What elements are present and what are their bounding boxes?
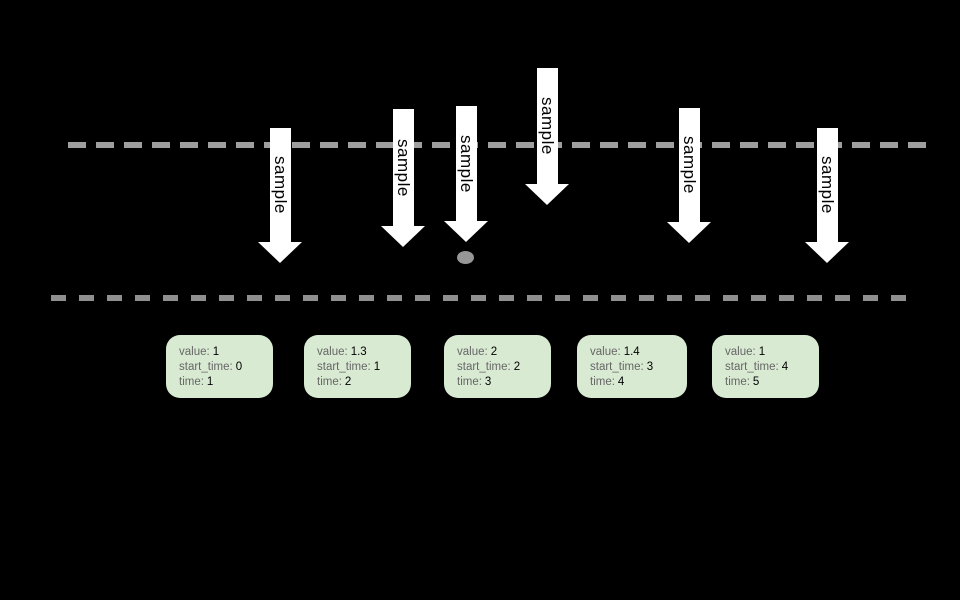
record-line-time: time:5	[725, 375, 815, 390]
time-label: time:	[457, 376, 482, 388]
record-line-start-time: start_time:3	[590, 360, 683, 375]
sample-record-card: value:1 start_time:4 time:5	[712, 335, 819, 398]
value-label: value:	[317, 346, 348, 358]
arrow-label-wrap: sample	[381, 109, 426, 226]
value-number: 1	[212, 346, 220, 358]
value-number: 1.3	[350, 346, 367, 358]
sample-record-card: value:2 start_time:2 time:3	[444, 335, 551, 398]
start-time-label: start_time:	[317, 361, 371, 373]
record-line-value: value:1.4	[590, 345, 683, 360]
arrow-down-icon	[258, 242, 302, 263]
time-label: time:	[179, 376, 204, 388]
arrow-shaft	[679, 108, 700, 223]
start-time-label: start_time:	[179, 361, 233, 373]
arrow-label-wrap: sample	[667, 108, 712, 222]
record-line-time: time:3	[457, 375, 547, 390]
arrow-label-wrap: sample	[258, 128, 303, 242]
value-number: 1	[758, 346, 766, 358]
time-label: time:	[725, 376, 750, 388]
time-label: time:	[317, 376, 342, 388]
sampled-point-dot	[457, 251, 474, 264]
sample-arrow-label: sample	[538, 97, 557, 155]
start-time-number: 1	[373, 361, 381, 373]
arrow-down-icon	[444, 221, 488, 242]
time-number: 4	[617, 376, 625, 388]
sample-arrow: sample	[667, 108, 712, 243]
value-number: 2	[490, 346, 498, 358]
arrow-down-icon	[667, 222, 711, 243]
time-label: time:	[590, 376, 615, 388]
start-time-label: start_time:	[457, 361, 511, 373]
time-number: 5	[752, 376, 760, 388]
start-time-label: start_time:	[725, 361, 779, 373]
arrow-label-wrap: sample	[805, 128, 850, 242]
value-label: value:	[457, 346, 488, 358]
sample-arrow-label: sample	[680, 136, 699, 194]
start-time-label: start_time:	[590, 361, 644, 373]
arrow-shaft	[537, 68, 558, 185]
arrow-shaft	[270, 128, 291, 243]
start-time-number: 4	[781, 361, 789, 373]
value-number: 1.4	[623, 346, 640, 358]
sample-record-card: value:1 start_time:0 time:1	[166, 335, 273, 398]
sample-arrow-label: sample	[457, 134, 476, 193]
record-line-time: time:1	[179, 375, 269, 390]
arrow-down-icon	[805, 242, 849, 263]
record-line-value: value:1.3	[317, 345, 407, 360]
record-line-start-time: start_time:4	[725, 360, 815, 375]
sample-record-card: value:1.3 start_time:1 time:2	[304, 335, 411, 398]
value-label: value:	[179, 346, 210, 358]
arrow-label-wrap: sample	[525, 68, 570, 184]
sample-arrow-label: sample	[271, 156, 290, 214]
record-line-value: value:1	[179, 345, 269, 360]
sample-arrow: sample	[444, 106, 489, 242]
sample-arrow: sample	[258, 128, 303, 263]
record-line-start-time: start_time:0	[179, 360, 269, 375]
time-number: 3	[484, 376, 492, 388]
record-line-value: value:2	[457, 345, 547, 360]
start-time-number: 3	[646, 361, 654, 373]
record-line-time: time:2	[317, 375, 407, 390]
arrow-down-icon	[525, 184, 569, 205]
sample-record-card: value:1.4 start_time:3 time:4	[577, 335, 687, 398]
value-label: value:	[590, 346, 621, 358]
sample-arrow: sample	[805, 128, 850, 263]
record-line-start-time: start_time:2	[457, 360, 547, 375]
sample-arrow: sample	[525, 68, 570, 205]
arrow-label-wrap: sample	[444, 106, 489, 221]
arrow-shaft	[393, 109, 414, 227]
arrow-down-icon	[381, 226, 425, 247]
record-line-value: value:1	[725, 345, 815, 360]
arrow-shaft	[817, 128, 838, 243]
sample-arrow-label: sample	[818, 156, 837, 214]
arrow-shaft	[456, 106, 477, 222]
start-time-number: 2	[513, 361, 521, 373]
sample-arrow: sample	[381, 109, 426, 247]
lower-timeline-dashed-line	[51, 295, 911, 301]
time-number: 2	[344, 376, 352, 388]
record-line-time: time:4	[590, 375, 683, 390]
start-time-number: 0	[235, 361, 243, 373]
value-label: value:	[725, 346, 756, 358]
upper-timeline-dashed-line	[68, 142, 930, 148]
record-line-start-time: start_time:1	[317, 360, 407, 375]
time-number: 1	[206, 376, 214, 388]
sample-arrow-label: sample	[394, 138, 413, 197]
